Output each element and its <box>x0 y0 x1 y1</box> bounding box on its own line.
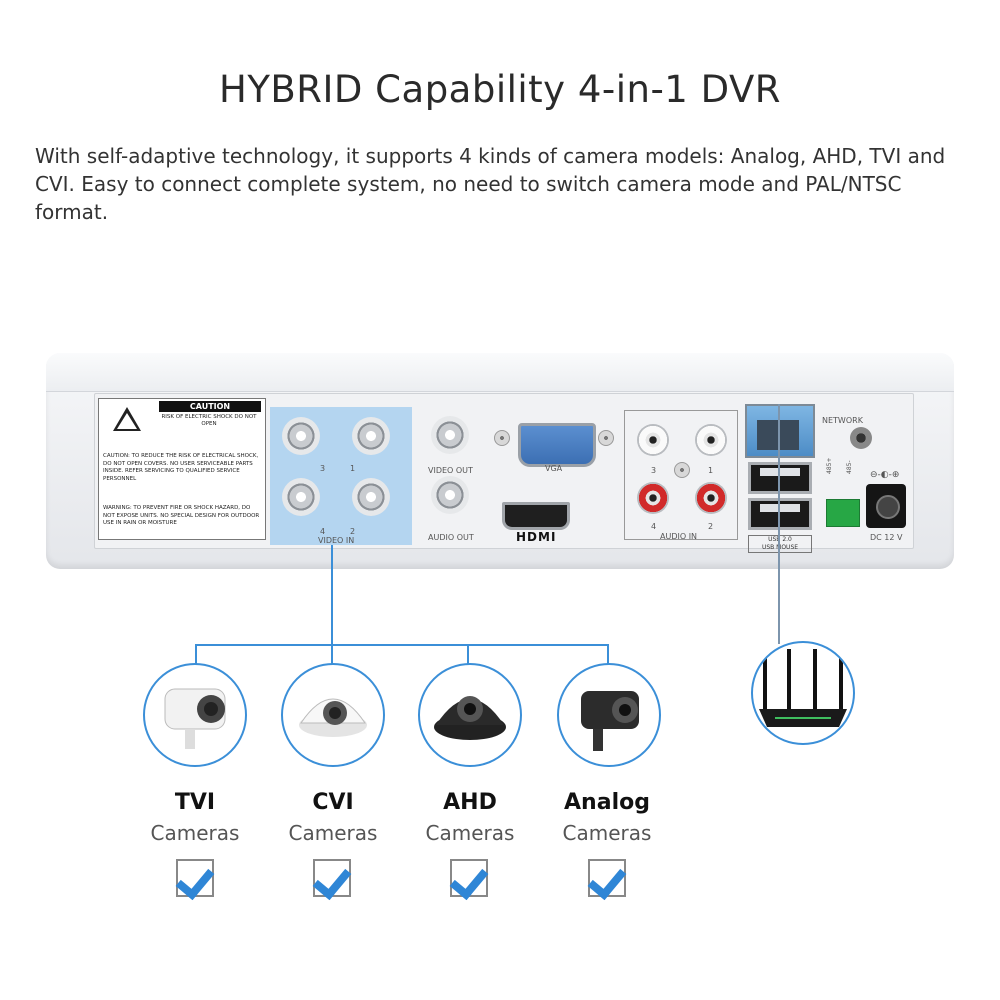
polarity-symbol: ⊖-◐-⊕ <box>870 470 900 480</box>
cvi-checkbox <box>312 859 352 901</box>
network-label: NETWORK <box>822 416 863 425</box>
audio-in-port-3 <box>637 424 669 456</box>
audio-in-group <box>624 410 738 540</box>
panel-screw <box>674 462 690 478</box>
audio-ch2-label: 2 <box>708 522 714 531</box>
caution-text: CAUTION: TO REDUCE THE RISK OF ELECTRICA… <box>103 453 259 482</box>
audio-ch4-label: 4 <box>651 522 657 531</box>
ch1-label: 1 <box>350 464 356 473</box>
bnc-port-1 <box>352 417 390 455</box>
usb-label: USB 2.0 USB MOUSE <box>748 535 812 553</box>
ahd-drop-line <box>467 644 469 666</box>
audio-out-port <box>431 476 469 514</box>
hdmi-port <box>502 502 570 530</box>
audio-ch3-label: 3 <box>651 466 657 475</box>
description-text: With self-adaptive technology, it suppor… <box>35 144 946 224</box>
ch4-label: 4 <box>320 527 326 536</box>
bnc-port-2 <box>352 478 390 516</box>
warning-text: WARNING: TO PREVENT FIRE OR SHOCK HAZARD… <box>103 505 260 526</box>
dvr-top-lid <box>46 353 954 392</box>
dc-power-jack-socket <box>876 495 900 519</box>
tvi-label: TVI <box>174 790 216 815</box>
network-cable-line <box>778 404 780 644</box>
rs485-plus-label: 485+ <box>826 457 833 474</box>
video-in-line <box>331 545 333 645</box>
page-title: HYBRID Capability 4-in-1 DVR <box>219 68 781 111</box>
audio-in-port-4 <box>637 482 669 514</box>
ahd-sub-label: Cameras <box>425 821 515 845</box>
audio-in-port-2 <box>695 482 727 514</box>
vga-screw-right <box>598 430 614 446</box>
audio-ch1-label: 1 <box>708 466 714 475</box>
caution-header: CAUTION <box>159 401 261 412</box>
ground-screw-icon <box>850 427 872 449</box>
tvi-sub-label: Cameras <box>150 821 240 845</box>
check-icon <box>175 859 215 901</box>
ahd-checkbox <box>449 859 489 901</box>
vga-port <box>518 423 596 467</box>
caution-label: CAUTION RISK OF ELECTRIC SHOCK DO NOT OP… <box>98 398 266 540</box>
analog-checkbox <box>587 859 627 901</box>
rs485-terminal <box>826 499 860 527</box>
analog-label: Analog <box>564 790 650 815</box>
cvi-sub-label: Cameras <box>288 821 378 845</box>
dc-label: DC 12 V <box>870 533 903 542</box>
caution-sub: RISK OF ELECTRIC SHOCK DO NOT OPEN <box>161 414 257 427</box>
cvi-drop-line <box>331 644 333 666</box>
check-icon <box>449 859 489 901</box>
analog-sub-label: Cameras <box>562 821 652 845</box>
usb-port-bottom-socket <box>760 504 800 512</box>
hdmi-logo: HDMI <box>516 530 557 544</box>
ch2-label: 2 <box>350 527 356 536</box>
check-icon <box>312 859 352 901</box>
vga-screw-left <box>494 430 510 446</box>
ahd-camera-image <box>418 663 522 767</box>
vga-label: VGA <box>545 464 563 473</box>
audio-out-label: AUDIO OUT <box>428 533 474 542</box>
tvi-drop-line <box>195 644 197 666</box>
analog-drop-line <box>607 644 609 666</box>
tvi-checkbox <box>175 859 215 901</box>
router-image <box>751 641 855 745</box>
tvi-camera-image <box>143 663 247 767</box>
cvi-camera-image <box>281 663 385 767</box>
audio-in-port-1 <box>695 424 727 456</box>
camera-bus-line <box>195 644 609 646</box>
bnc-port-3 <box>282 417 320 455</box>
cvi-label: CVI <box>312 790 354 815</box>
usb-port-top <box>748 462 812 494</box>
usb-mouse-label: USB MOUSE <box>761 544 799 551</box>
ch3-label: 3 <box>320 464 326 473</box>
video-in-label: VIDEO IN <box>318 536 355 545</box>
analog-camera-image <box>557 663 661 767</box>
check-icon <box>587 859 627 901</box>
rs485-minus-label: 485- <box>846 460 853 474</box>
usb-port-top-socket <box>760 468 800 476</box>
video-out-port <box>431 416 469 454</box>
usb-20-label: USB 2.0 <box>768 536 792 543</box>
video-out-label: VIDEO OUT <box>428 466 473 475</box>
audio-in-label: AUDIO IN <box>660 532 698 541</box>
ahd-label: AHD <box>443 790 497 815</box>
bnc-port-4 <box>282 478 320 516</box>
usb-port-bottom <box>748 498 812 530</box>
